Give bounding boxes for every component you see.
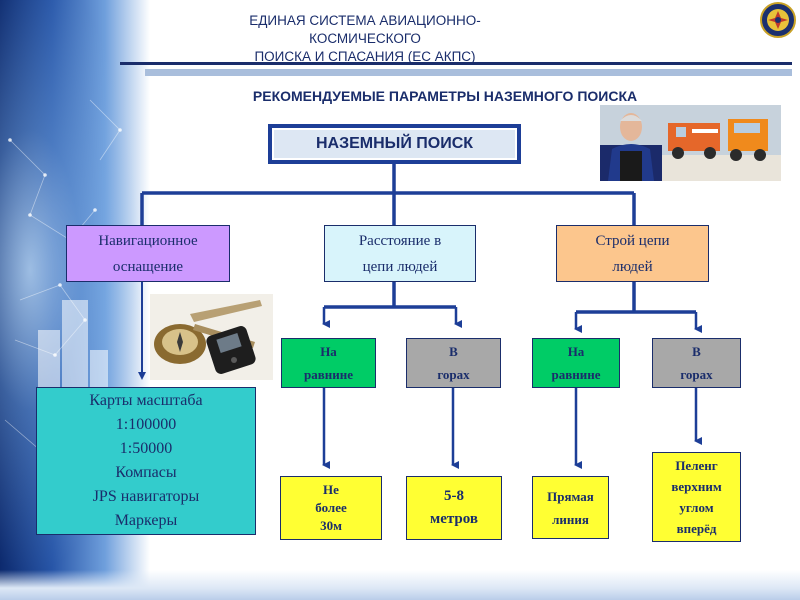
distance-line1: Расстояние в bbox=[358, 232, 442, 249]
formation-mountains-value-line3: углом bbox=[679, 500, 714, 515]
distance-mountains-value-line2: метров bbox=[430, 511, 478, 527]
distance-plain-value-box: Не более 30м bbox=[280, 476, 382, 540]
formation-mountains-value-line1: Пеленг bbox=[675, 458, 718, 473]
formation-mountains-line1: В bbox=[692, 344, 701, 359]
formation-mountains-value-line4: вперёд bbox=[676, 521, 717, 536]
equipment-item: 1:50000 bbox=[119, 440, 173, 457]
formation-plain-value-line1: Прямая bbox=[547, 488, 594, 504]
distance-plain-line2: равнине bbox=[304, 367, 353, 382]
distance-plain-value-line3: 30м bbox=[320, 518, 342, 533]
rescuer-with-trucks-photo bbox=[600, 105, 781, 181]
formation-plain-line1: На bbox=[567, 344, 585, 359]
equipment-list-box: Карты масштаба 1:100000 1:50000 Компасы … bbox=[36, 387, 256, 535]
ground-search-root-box: НАЗЕМНЫЙ ПОИСК bbox=[268, 124, 521, 164]
distance-mountains-value-line1: 5-8 bbox=[444, 488, 464, 504]
formation-mountains-line2: горах bbox=[680, 367, 713, 382]
distance-mountains-value-box: 5-8 метров bbox=[406, 476, 502, 540]
formation-plain-value-line2: линия bbox=[552, 511, 589, 527]
formation-plain-line2: равнине bbox=[551, 367, 601, 382]
navigation-equipment-box: Навигационное оснащение bbox=[66, 225, 230, 282]
equipment-item: 1:100000 bbox=[115, 416, 177, 433]
navigation-line2: оснащение bbox=[112, 258, 184, 275]
distance-mountains-box: В горах bbox=[406, 338, 501, 388]
distance-line2: цепи людей bbox=[362, 258, 438, 275]
chain-distance-box: Расстояние в цепи людей bbox=[324, 225, 476, 282]
chain-formation-box: Строй цепи людей bbox=[556, 225, 709, 282]
formation-plain-box: На равнине bbox=[532, 338, 620, 388]
equipment-item: Маркеры bbox=[114, 512, 178, 529]
equipment-item: JPS навигаторы bbox=[92, 488, 200, 505]
distance-mountains-line2: горах bbox=[437, 367, 470, 382]
header-title-line2: ПОИСКА И СПАСАНИЯ (ЕС АКПС) bbox=[254, 49, 476, 64]
distance-mountains-line1: В bbox=[449, 344, 458, 359]
rescue-service-emblem-icon bbox=[760, 2, 796, 38]
header-underline bbox=[120, 62, 792, 76]
distance-plain-line1: На bbox=[320, 344, 337, 359]
equipment-item: Компасы bbox=[115, 464, 177, 481]
root-label: НАЗЕМНЫЙ ПОИСК bbox=[315, 135, 474, 152]
distance-plain-value-line2: более bbox=[315, 500, 347, 515]
header-title-line1: ЕДИНАЯ СИСТЕМА АВИАЦИОННО-КОСМИЧЕСКОГО bbox=[249, 13, 481, 46]
header-title: ЕДИНАЯ СИСТЕМА АВИАЦИОННО-КОСМИЧЕСКОГО П… bbox=[200, 12, 530, 66]
distance-plain-box: На равнине bbox=[281, 338, 376, 388]
formation-line2: людей bbox=[612, 258, 653, 275]
compass-and-gps-photo bbox=[150, 294, 273, 380]
diagram-subtitle: РЕКОМЕНДУЕМЫЕ ПАРАМЕТРЫ НАЗЕМНОГО ПОИСКА bbox=[252, 88, 638, 104]
formation-mountains-value-box: Пеленг верхним углом вперёд bbox=[652, 452, 741, 542]
formation-plain-value-box: Прямая линия bbox=[532, 476, 609, 539]
equipment-item: Карты масштаба bbox=[89, 392, 203, 409]
navigation-line1: Навигационное bbox=[98, 232, 198, 249]
formation-mountains-value-line2: верхним bbox=[671, 479, 722, 494]
formation-line1: Строй цепи bbox=[595, 232, 670, 249]
distance-plain-value-line1: Не bbox=[323, 482, 339, 497]
formation-mountains-box: В горах bbox=[652, 338, 741, 388]
bottom-band-decoration bbox=[0, 570, 800, 600]
